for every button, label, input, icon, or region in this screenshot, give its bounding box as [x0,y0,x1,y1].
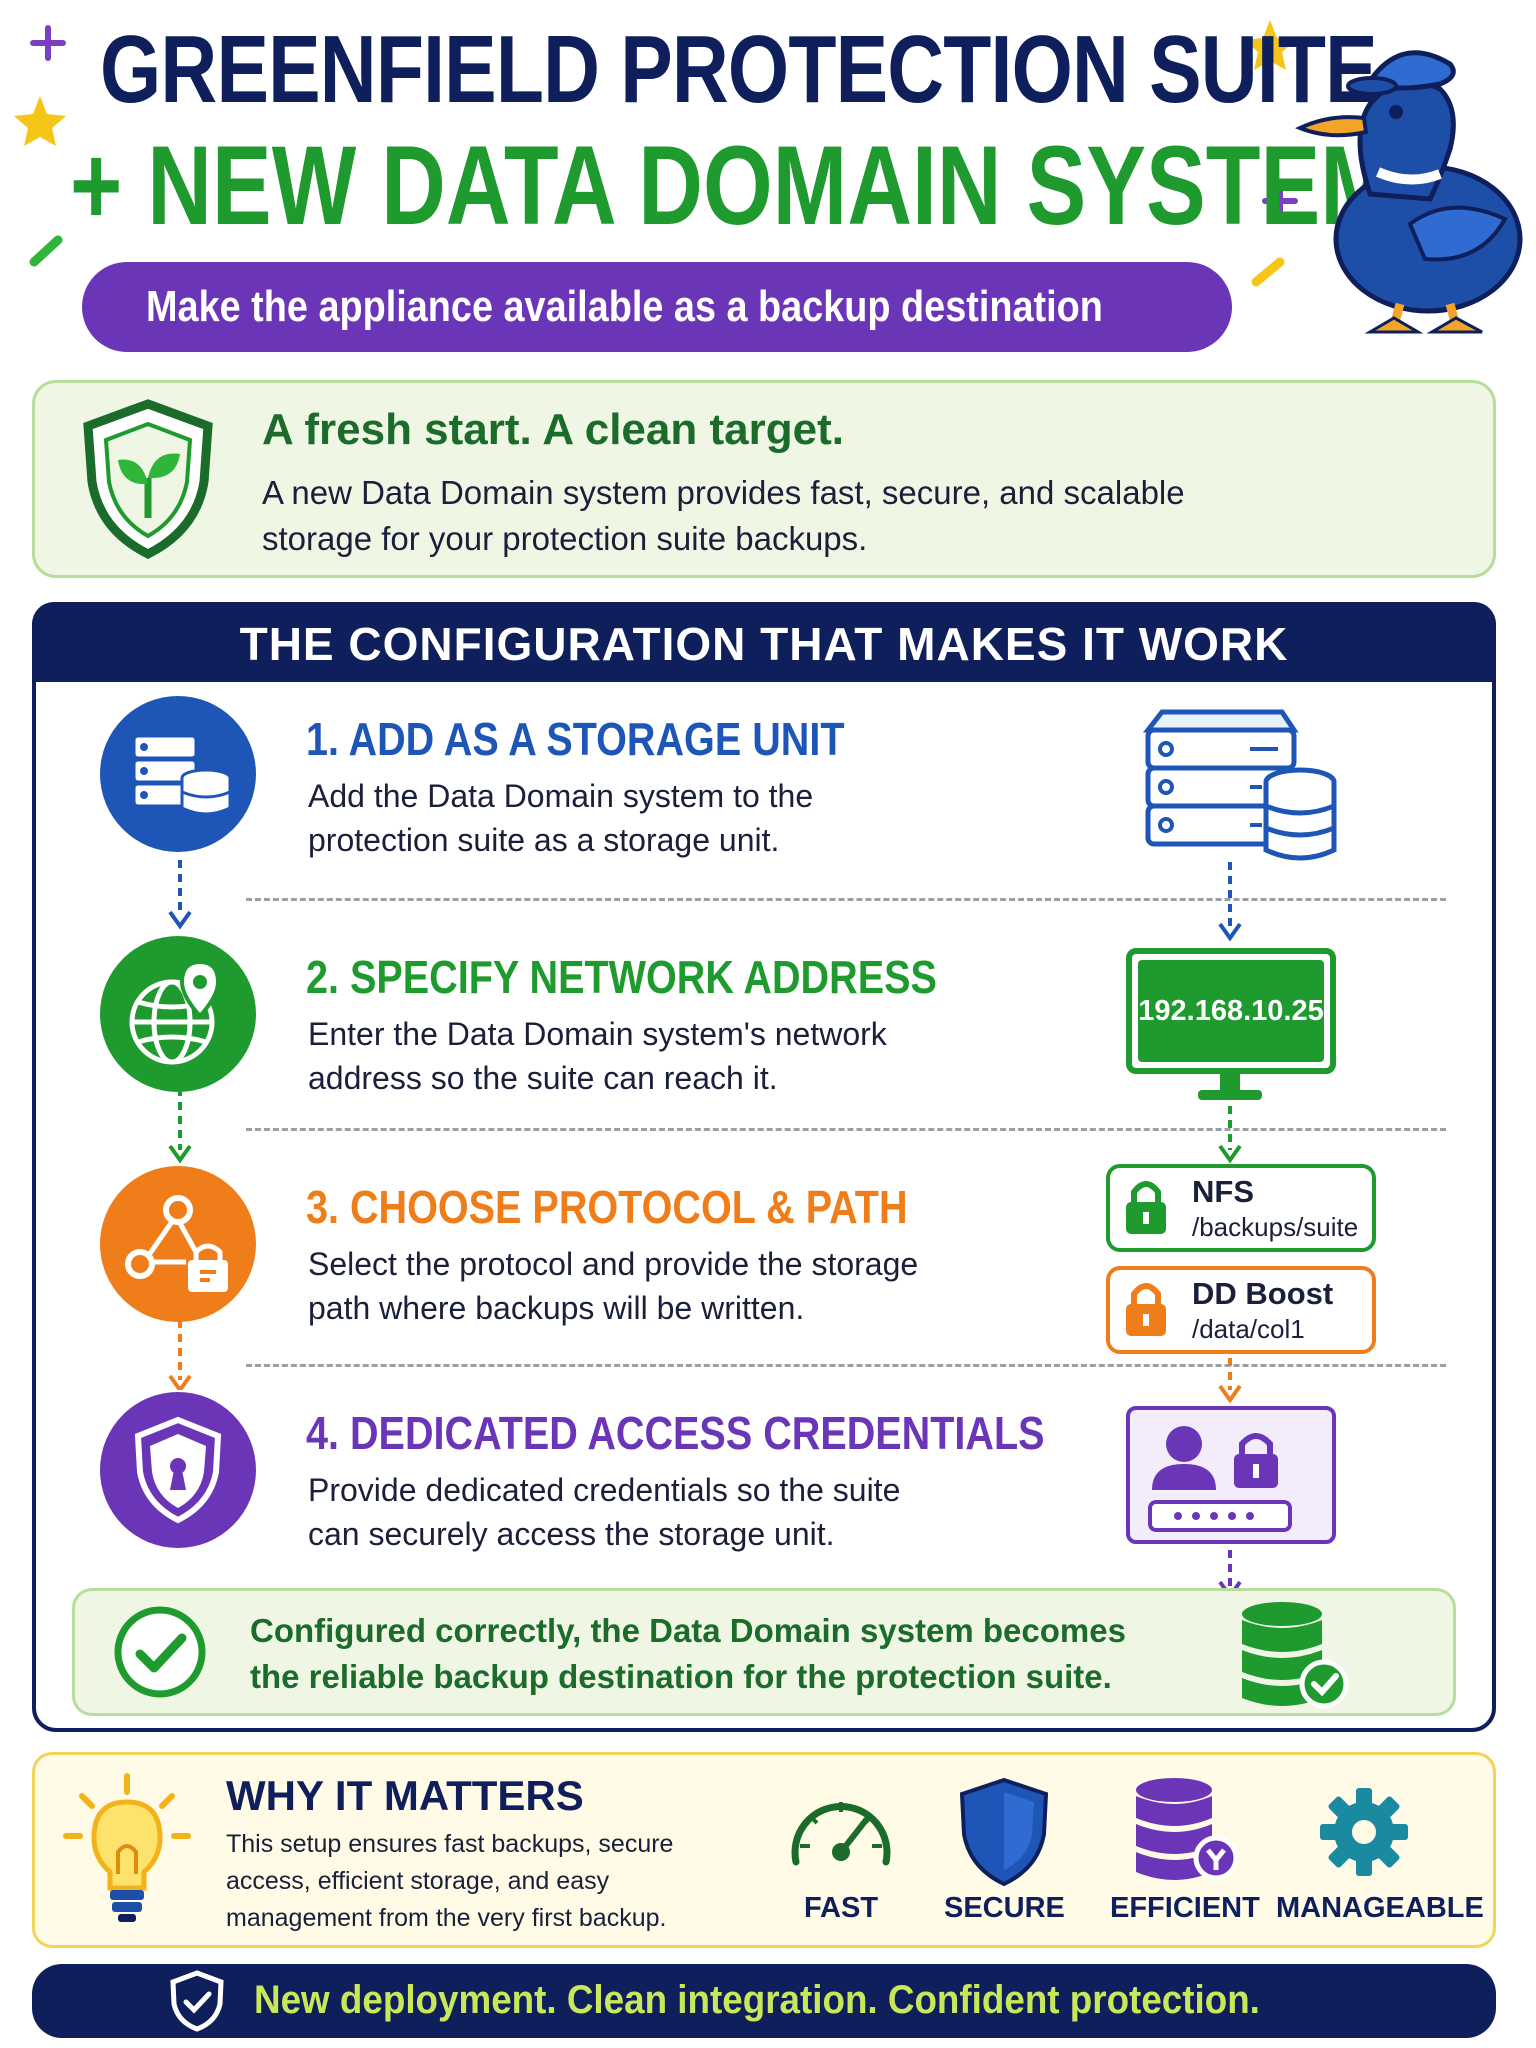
shield-check-icon [170,1970,224,2032]
step-divider [246,1364,1446,1367]
feature-manageable-label: MANAGEABLE [1276,1892,1484,1924]
intro-card [32,380,1496,578]
tagline-text: Make the appliance available as a backup… [146,282,1103,331]
page-title: GREENFIELD PROTECTION SUITE [100,16,1378,123]
storage-server-icon [1142,709,1337,861]
step-2-title: 2. SPECIFY NETWORK ADDRESS [306,951,937,1003]
network-nodes-icon [125,1195,228,1292]
step-2-body: Enter the Data Domain system's network a… [308,1016,887,1096]
step-connector-arrows [168,860,192,1390]
intro-body: A new Data Domain system provides fast, … [262,474,1185,557]
why-title: WHY IT MATTERS [226,1772,584,1819]
lock-icon [1126,1181,1166,1234]
why-body: This setup ensures fast backups, secure … [226,1830,674,1932]
step-2-badge [100,936,256,1092]
footer-banner [32,1964,1496,2038]
check-circle-icon [114,1606,206,1698]
subtitle-text: NEW DATA DOMAIN SYSTEM [147,123,1395,248]
step-1-badge [100,696,256,852]
lock-icon [1126,1283,1166,1336]
lightbulb-icon [63,1773,191,1922]
tagline-banner: Make the appliance available as a backup… [82,262,1232,352]
gear-icon [1320,1788,1408,1876]
why-it-matters-card [32,1752,1496,1948]
protocol-ddboost-path: /data/col1 [1192,1314,1305,1344]
footer-text: New deployment. Clean integration. Confi… [254,1978,1260,2022]
protocol-nfs-name: NFS [1192,1174,1254,1209]
step-divider [246,1128,1446,1131]
shield-keyhole-icon [134,1416,222,1524]
step-4-body: Provide dedicated credentials so the sui… [308,1472,901,1552]
feature-fast-label: FAST [803,1892,879,1924]
step-3-body: Select the protocol and provide the stor… [308,1246,919,1326]
monitor-stand [1198,1074,1262,1100]
plus-symbol: + [70,123,123,248]
configuration-heading: THE CONFIGURATION THAT MAKES IT WORK [239,618,1289,670]
protocol-ddboost-name: DD Boost [1192,1276,1334,1311]
shield-icon [959,1777,1049,1887]
step-4-badge [100,1392,256,1548]
sparkle-decorations [14,20,1298,287]
feature-secure-label: SECURE [944,1892,1065,1924]
step-3-title: 3. CHOOSE PROTOCOL & PATH [306,1181,908,1233]
database-icon [1136,1778,1239,1881]
step-3-badge [100,1166,256,1322]
step-4-title: 4. DEDICATED ACCESS CREDENTIALS [306,1407,1045,1459]
database-check-icon [1242,1602,1349,1709]
success-text: Configured correctly, the Data Domain sy… [250,1612,1126,1695]
configuration-header-bar [32,602,1496,682]
protocol-nfs-path: /backups/suite [1192,1212,1359,1242]
step-1-title: 1. ADD AS A STORAGE UNIT [306,713,845,765]
success-banner [72,1588,1456,1716]
server-stack-icon [132,734,232,816]
duck-mascot-icon [1294,50,1523,334]
shield-sprout-icon [83,399,213,560]
side-connector-arrows [1218,862,1242,1600]
step-1-body: Add the Data Domain system to the protec… [308,778,814,858]
speedometer-icon [791,1802,891,1866]
user-credentials-icon [1148,1426,1292,1532]
step-divider [246,898,1446,901]
ip-address-display: 192.168.10.25 [1138,960,1324,1062]
page-subtitle: + NEW DATA DOMAIN SYSTEM [70,123,1395,248]
intro-title: A fresh start. A clean target. [262,405,844,454]
feature-efficient-label: EFFICIENT [1110,1892,1260,1924]
globe-location-icon [129,959,221,1065]
